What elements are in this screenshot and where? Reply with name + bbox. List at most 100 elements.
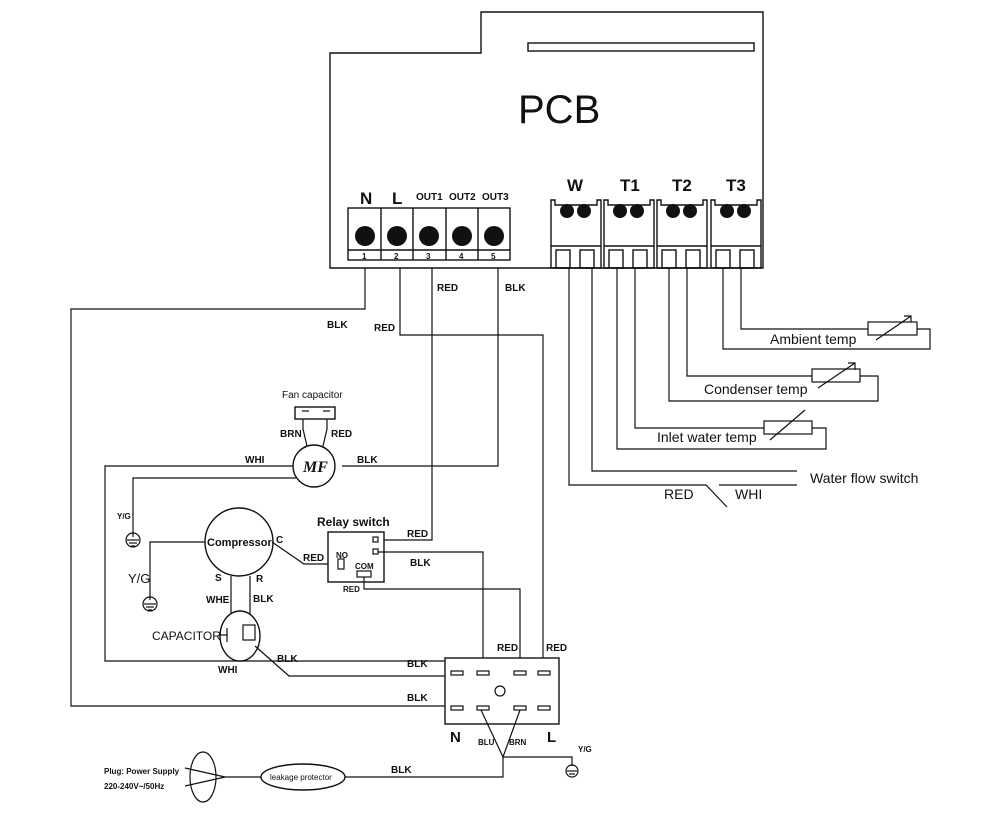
wire-supply-blk [345, 757, 504, 778]
ground-yg3-label: Y/G [578, 745, 592, 754]
wire-relay-com-red [363, 577, 521, 671]
term-blk-top-label: BLK [407, 659, 428, 670]
condenser-temp-label: Condenser temp [704, 381, 808, 397]
wire-out1-red [376, 268, 433, 541]
wire-n-blk [70, 268, 448, 707]
wire-blu [480, 709, 504, 758]
wire-n-blk-label: BLK [327, 320, 348, 331]
term-red-2-label: RED [546, 643, 567, 654]
connector-label-t1: T1 [620, 176, 640, 195]
pcb-title: PCB [518, 88, 600, 132]
fan-cap-red-label: RED [331, 429, 352, 440]
supply-blk-label: BLK [391, 765, 412, 776]
terminal-num-3: 3 [426, 252, 431, 261]
comp-c-red-label: RED [303, 553, 324, 564]
term-blk-bottom-label: BLK [407, 693, 428, 704]
ground-yg1-label: Y/G [117, 512, 131, 521]
wire-brn [502, 709, 521, 758]
terminal-label-out1: OUT1 [416, 192, 443, 203]
water-flow-switch [568, 268, 797, 508]
compressor-label: Compressor [207, 537, 273, 549]
leakage-label: leakage protector [270, 773, 332, 782]
terminal-label-out3: OUT3 [482, 192, 509, 203]
connector-t2 [656, 199, 708, 269]
cap-whi-label: WHI [218, 665, 238, 676]
capacitor-label: CAPACITOR [152, 629, 221, 643]
cap-blk-label: BLK [277, 654, 298, 665]
wire-fan-ground [132, 477, 296, 537]
wire-fan-whi [104, 465, 448, 662]
fan-cap-brn-label: BRN [280, 429, 302, 440]
ground-icon [142, 596, 158, 612]
wire-l-red-label: RED [374, 323, 395, 334]
terminal-num-1: 1 [362, 252, 367, 261]
connector-w [550, 199, 602, 269]
term-n-label: N [450, 729, 461, 746]
relay-title: Relay switch [317, 515, 390, 529]
connector-label-t2: T2 [672, 176, 692, 195]
wire-out3-blk [342, 268, 499, 467]
ground-yg2-label: Y/G [128, 571, 150, 586]
connector-t1 [603, 199, 655, 269]
inlet-water-temp-label: Inlet water temp [657, 429, 757, 445]
terminal-num-5: 5 [491, 252, 496, 261]
fan-motor-label: MF [302, 459, 328, 476]
term-red-1-label: RED [497, 643, 518, 654]
terminal-screw-5 [484, 226, 504, 246]
relay-com-label: COM [355, 562, 374, 571]
flow-whi-label: WHI [735, 486, 762, 502]
term-l-label: L [547, 729, 556, 746]
fan-blk-label: BLK [357, 455, 378, 466]
capacitor [219, 610, 261, 662]
wire-relay-blk [378, 551, 484, 671]
plug-label-line1: Plug: Power Supply [104, 767, 180, 776]
ground-icon [125, 532, 141, 548]
terminal-num-4: 4 [459, 252, 464, 261]
terminal-label-l: L [392, 189, 402, 208]
terminal-label-out2: OUT2 [449, 192, 476, 203]
comp-r-blk-label: BLK [253, 594, 274, 605]
ambient-temp-label: Ambient temp [770, 331, 857, 347]
compressor-c-label: C [276, 535, 283, 546]
wire-comp-ground [149, 541, 205, 600]
connector-t3 [710, 199, 762, 269]
terminal-block [444, 657, 560, 725]
wire-out1-red-label: RED [437, 283, 458, 294]
terminal-screw-3 [419, 226, 439, 246]
relay-com-red-label: RED [343, 585, 360, 594]
blu-label: BLU [478, 738, 495, 747]
relay-switch [327, 531, 385, 583]
fan-capacitor-title: Fan capacitor [282, 390, 343, 401]
condenser-temp-sensor [668, 268, 879, 402]
relay-no-label: NO [336, 551, 348, 560]
ambient-temp-sensor [722, 268, 931, 350]
compressor-s-label: S [215, 573, 222, 584]
terminal-screw-4 [452, 226, 472, 246]
plug-label-line2: 220-240V~/50Hz [104, 782, 164, 791]
terminal-label-n: N [360, 189, 372, 208]
water-flow-switch-label: Water flow switch [810, 470, 918, 486]
wire-l-red [399, 268, 544, 671]
wire-out3-blk-label: BLK [505, 283, 526, 294]
pcb-board: PCB [329, 11, 764, 269]
fan-capacitor [294, 406, 336, 447]
wire-cap-blk [254, 645, 448, 677]
connector-label-t3: T3 [726, 176, 746, 195]
terminal-num-2: 2 [394, 252, 399, 261]
inlet-water-temp-sensor [616, 268, 827, 450]
terminal-screw-2 [387, 226, 407, 246]
terminal-screw-1 [355, 226, 375, 246]
comp-whe-label: WHE [206, 595, 230, 606]
pcb-terminal-block: 1 2 3 4 5 [347, 207, 511, 261]
wire-supply-ground [503, 756, 573, 766]
pcb-display-slot [527, 42, 755, 52]
flow-red-label: RED [664, 486, 694, 502]
plug-icon [184, 751, 226, 803]
relay-blk-label: BLK [410, 558, 431, 569]
brn-label: BRN [509, 738, 527, 747]
fan-whi-label: WHI [245, 455, 265, 466]
ground-icon [565, 764, 579, 778]
relay-red-in-label: RED [407, 529, 428, 540]
connector-label-w: W [567, 176, 584, 195]
